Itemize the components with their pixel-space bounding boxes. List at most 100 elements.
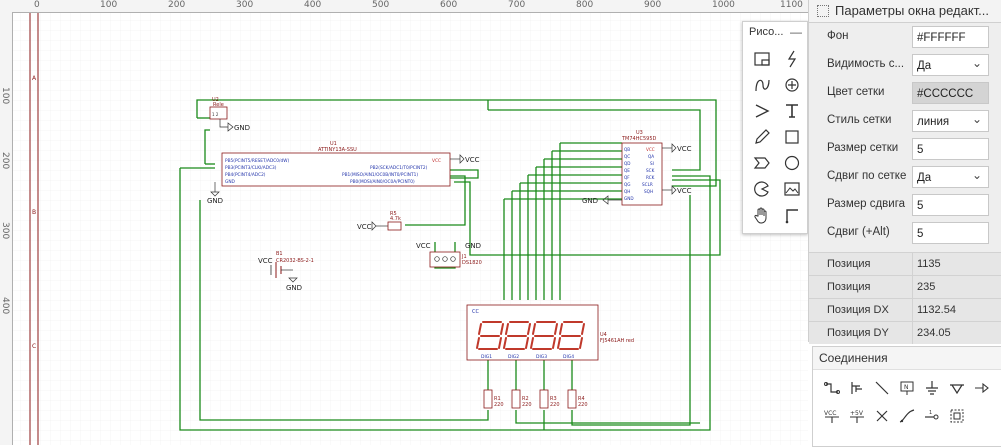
- bus-entry-icon[interactable]: [844, 376, 869, 400]
- u1-pin: PB4(PCINT4/ADC2): [225, 172, 266, 178]
- plus5v-icon[interactable]: +5V: [844, 404, 869, 428]
- text-icon[interactable]: [779, 98, 805, 124]
- u3-pin: QF: [624, 175, 630, 180]
- arrow-icon[interactable]: [749, 98, 775, 124]
- circle-icon[interactable]: [779, 150, 805, 176]
- schematic-canvas[interactable]: 0 100 200 300 400 500 600 700 800 900 10…: [0, 0, 808, 445]
- u1-pin: PB5(PCINT5/RESET/ADC0/dW): [225, 158, 289, 164]
- u3-pin: QG: [624, 182, 631, 187]
- power-flag-icon[interactable]: [944, 376, 969, 400]
- component-j1-ds1820[interactable]: J1 DS1820 VCC GND: [416, 242, 482, 268]
- ruler-tick: 1100: [780, 0, 803, 10]
- component-u1-attiny[interactable]: U1 ATTINY13A-SSU PB5(PCINT5/RESET/ADC0/d…: [207, 141, 480, 205]
- grid-size-input[interactable]: 5: [912, 138, 989, 160]
- ruler-tick: 800: [576, 0, 594, 10]
- r4-ref: R4: [578, 396, 585, 402]
- r5-value: 4.7k: [390, 216, 401, 222]
- minimize-button[interactable]: —: [790, 25, 802, 39]
- r3-value: 220: [550, 402, 560, 408]
- u3-pin: QC: [624, 154, 630, 159]
- r3-ref: R3: [550, 396, 557, 402]
- grid-visibility-select[interactable]: Да: [912, 52, 989, 76]
- sheet-row-label: C: [32, 343, 36, 350]
- ruler-tick: 100: [100, 0, 118, 10]
- r1-value: 220: [494, 402, 504, 408]
- component-u3-shift-register[interactable]: U3 TM74HC595D QB QC QD QE QF QG QH GND V…: [582, 130, 692, 206]
- ruler-tick: 400: [304, 0, 322, 10]
- gnd-label: GND: [286, 284, 302, 292]
- u3-ref: U3: [636, 130, 643, 136]
- rectangle-icon[interactable]: [779, 124, 805, 150]
- corner-line-icon[interactable]: [779, 202, 805, 228]
- snap-size-input[interactable]: 5: [912, 194, 989, 216]
- component-r2-resistor[interactable]: R2 220: [511, 389, 532, 409]
- connections-panel[interactable]: Соединения N VCC +5V 1: [812, 346, 1001, 447]
- ruler-tick: 1000: [712, 0, 735, 10]
- net-label-icon[interactable]: N: [894, 376, 919, 400]
- prop-label: Фон: [827, 30, 849, 42]
- chevron-shape-icon[interactable]: [749, 150, 775, 176]
- image-icon[interactable]: [779, 176, 805, 202]
- component-u4-display[interactable]: CC U4 FJ5461AH red DIG1 DIG2 DIG3 DIG4: [466, 304, 634, 361]
- ground-icon[interactable]: [919, 376, 944, 400]
- pin-icon[interactable]: 1: [919, 404, 944, 428]
- r2-ref: R2: [522, 396, 529, 402]
- prop-row-grid-visibility: Видимость с... Да: [809, 52, 1001, 80]
- u2-pins: 1 2: [212, 112, 219, 117]
- grid-style-select[interactable]: линия: [912, 108, 989, 132]
- schematic-drawing[interactable]: A B C: [13, 13, 808, 445]
- component-r1-resistor[interactable]: R1 220: [483, 389, 504, 409]
- background-color-input[interactable]: #FFFFFF: [912, 26, 989, 48]
- prop-label: Размер сдвига: [827, 198, 906, 210]
- pencil-icon[interactable]: [749, 124, 775, 150]
- component-u2-relay[interactable]: U2 Rele 1 2 GND: [209, 97, 250, 132]
- drawing-palette-header[interactable]: Рисо... —: [743, 22, 807, 42]
- alt-snap-input[interactable]: 5: [912, 222, 989, 244]
- ruler-tick: 900: [644, 0, 662, 10]
- hand-icon[interactable]: [749, 202, 775, 228]
- u1-pin: PB2(SCK/ADC1/T0/PCINT2): [370, 165, 428, 171]
- component-r3-resistor[interactable]: R3 220: [539, 389, 560, 409]
- vcc-label: VCC: [465, 156, 480, 164]
- curve-icon[interactable]: [894, 404, 919, 428]
- u1-pin: PB3(PCINT3/CLKI/ADC3): [225, 165, 277, 171]
- circle-plus-icon[interactable]: [779, 72, 805, 98]
- arc-icon[interactable]: [749, 72, 775, 98]
- drawing-palette[interactable]: Рисо... —: [742, 21, 808, 234]
- grid-color-input[interactable]: #CCCCCC: [912, 82, 989, 104]
- ruler-tick: 200: [168, 0, 186, 10]
- lightning-icon[interactable]: [779, 46, 805, 72]
- gnd-label: GND: [582, 197, 598, 205]
- ruler-tick: 300: [236, 0, 254, 10]
- component-b1-battery[interactable]: B1 CR2032-BS-2-1 VCC GND: [258, 251, 314, 292]
- j1-ref: J1: [461, 254, 467, 260]
- svg-text:1: 1: [929, 410, 932, 416]
- prop-label: Цвет сетки: [827, 86, 885, 98]
- u3-pin: GND: [624, 196, 634, 201]
- vcc-icon[interactable]: VCC: [819, 404, 844, 428]
- component-r4-resistor[interactable]: R4 220: [567, 389, 588, 409]
- u3-pin: QE: [624, 168, 630, 173]
- prop-row-grid-style: Стиль сетки линия: [809, 108, 1001, 136]
- line-icon[interactable]: [869, 376, 894, 400]
- wire-icon[interactable]: [819, 376, 844, 400]
- u3-pin: QA: [648, 154, 654, 159]
- select-group-icon[interactable]: [944, 404, 969, 428]
- cross-icon[interactable]: [869, 404, 894, 428]
- u3-pin: SCK: [646, 168, 655, 173]
- component-r5-resistor[interactable]: VCC R5 4.7k: [357, 211, 402, 231]
- b1-value: CR2032-BS-2-1: [276, 258, 314, 264]
- ruler-tick: 200: [0, 152, 10, 170]
- position-label: Позиция DX: [827, 304, 889, 316]
- u3-pin: QH: [624, 189, 630, 194]
- snap-to-grid-select[interactable]: Да: [912, 164, 989, 188]
- frame-icon[interactable]: [749, 46, 775, 72]
- vcc-label: VCC: [416, 242, 431, 250]
- prop-label: Видимость с...: [827, 58, 905, 70]
- properties-panel[interactable]: Параметры окна редакт... Фон #FFFFFF Вид…: [808, 0, 1001, 344]
- drawing-palette-title: Рисо...: [749, 26, 784, 38]
- pie-icon[interactable]: [749, 176, 775, 202]
- no-connect-arrow-icon[interactable]: [969, 376, 994, 400]
